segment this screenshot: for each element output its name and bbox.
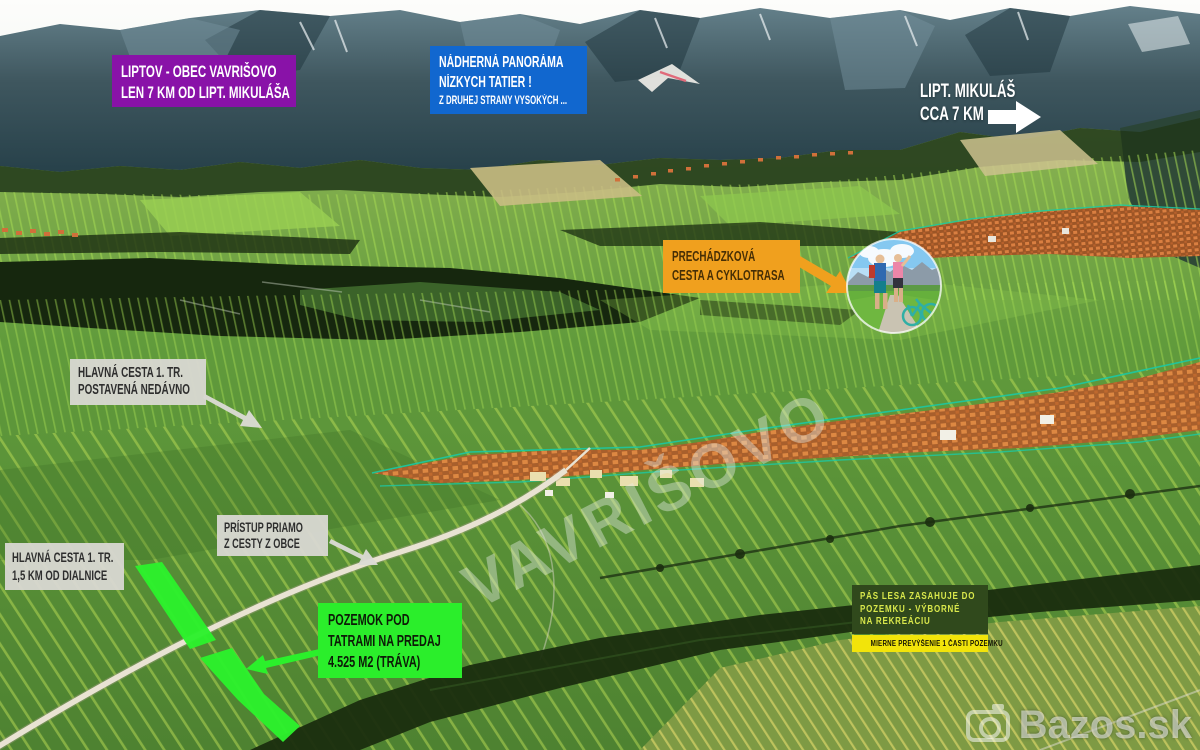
photo-bike [901, 298, 941, 327]
field-light [600, 280, 1100, 340]
label-line: NA REKREÁCIU [860, 616, 931, 627]
trail-photo [846, 238, 942, 334]
arrow-plot-icon [246, 648, 326, 674]
cadastral-line-bottom [379, 433, 1200, 487]
label-line: Z CESTY Z OBCE [224, 536, 300, 551]
plot-highlight [135, 562, 300, 742]
arrow-main-road-new-icon [203, 394, 262, 428]
site-watermark: Bazos.sk [965, 703, 1192, 748]
label-line: PÁS LESA ZASAHUJE DO [860, 591, 976, 602]
label-line: 1,5 KM OD DIALNICE [12, 567, 108, 583]
callout-mikulas-direction: LIPT. MIKULÁŠ CCA 7 KM [920, 80, 1056, 126]
glider-shape [638, 64, 700, 92]
photo-cyclists [869, 254, 912, 309]
distant-village-row [2, 151, 853, 237]
callout-trail: PRECHÁDZKOVÁ CESTA A CYKLOTRASA [663, 240, 800, 293]
label-line: TATRAMI NA PREDAJ [328, 633, 441, 650]
label-line: HLAVNÁ CESTA 1. TR. [12, 549, 114, 565]
label-line: POZEMOK POD [328, 612, 410, 629]
label-line: NÁDHERNÁ PANORÁMA [439, 54, 564, 71]
label-line: LIPT. MIKULÁŠ [920, 81, 1016, 102]
corner-track [1039, 689, 1200, 750]
label-line: LIPTOV - OBEC VAVRIŠOVO [121, 62, 277, 81]
label-line: Z DRUHEJ STRANY VYSOKÝCH ... [439, 95, 568, 107]
cadastral-line-top [371, 357, 1200, 474]
label-line: HLAVNÁ CESTA 1. TR. [78, 365, 183, 381]
camera-icon [965, 703, 1010, 742]
label-line: PRECHÁDZKOVÁ [672, 249, 756, 265]
site-watermark-text: Bazos.sk [1018, 703, 1192, 747]
label-line: PRÍSTUP PRIAMO [224, 520, 303, 535]
main-road [0, 447, 591, 750]
label-line: POZEMKU - VÝBORNÉ [860, 603, 961, 615]
callout-forest-strip: PÁS LESA ZASAHUJE DO POZEMKU - VÝBORNÉ N… [852, 585, 988, 634]
distant-town [847, 204, 1200, 260]
arrow-access-icon [329, 539, 378, 565]
bottom-right-field-stripes [640, 606, 1200, 750]
label-line: NÍZKYCH TATIER ! [439, 74, 532, 91]
label-line: MIERNE PREVÝŠENIE 1 ČASTI POZEMKU [870, 639, 1003, 648]
callout-main-road-highway: HLAVNÁ CESTA 1. TR. 1,5 KM OD DIALNICE [5, 543, 124, 590]
photo-path [878, 295, 922, 333]
callout-elevation-note: MIERNE PREVÝŠENIE 1 ČASTI POZEMKU [852, 635, 1003, 652]
callout-location: LIPTOV - OBEC VAVRIŠOVO LEN 7 KM OD LIPT… [112, 55, 296, 107]
tree-boundary [519, 484, 1200, 661]
arrow-trail-icon [794, 256, 852, 293]
direction-arrow-icon [988, 101, 1041, 133]
field-shade [0, 430, 500, 560]
label-line: 4.525 M2 (TRÁVA) [328, 654, 421, 671]
callout-main-road-new: HLAVNÁ CESTA 1. TR. POSTAVENÁ NEDÁVNO [70, 359, 206, 405]
label-line: CESTA A CYKLOTRASA [672, 268, 785, 284]
label-line: POSTAVENÁ NEDÁVNO [78, 382, 190, 398]
village-vavrisovo [371, 357, 1200, 498]
callout-panorama: NÁDHERNÁ PANORÁMA NÍZKYCH TATIER ! Z DRU… [430, 46, 587, 114]
label-line: LEN 7 KM OD LIPT. MIKULÁŠA [121, 83, 290, 102]
label-line: CCA 7 KM [920, 104, 984, 125]
callout-access: PRÍSTUP PRIAMO Z CESTY Z OBCE [217, 515, 328, 556]
callout-plot-for-sale: POZEMOK POD TATRAMI NA PREDAJ 4.525 M2 (… [318, 603, 462, 678]
